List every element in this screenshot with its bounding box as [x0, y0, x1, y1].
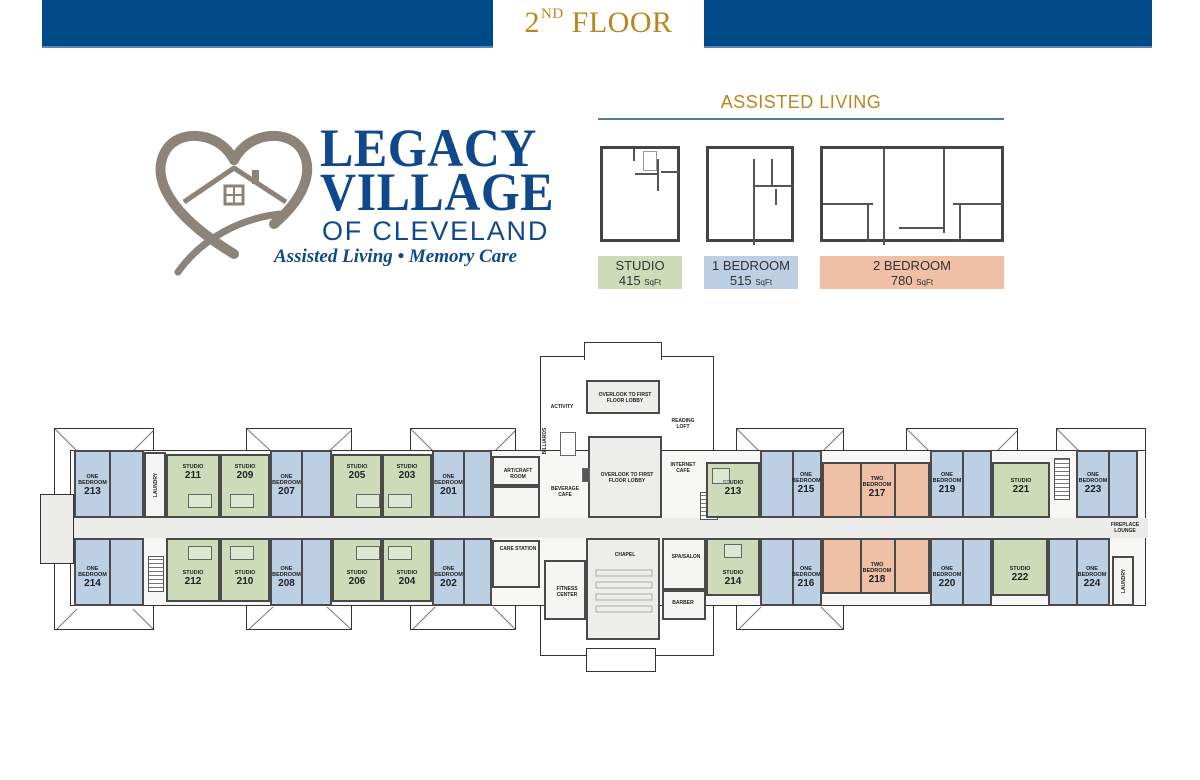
billiards-table — [560, 432, 576, 456]
legend-studio: STUDIO 415 SqFt — [598, 256, 682, 289]
logo: LEGACY VILLAGE OF CLEVELAND Assisted Liv… — [150, 121, 554, 282]
internet-cafe-label[interactable]: INTERNET CAFE — [670, 462, 696, 474]
legend-divider — [598, 118, 1004, 120]
floor-title: 2ND FLOOR — [524, 6, 673, 39]
storage-room — [492, 486, 540, 518]
fitness-center[interactable]: FITNESS CENTER — [544, 560, 586, 620]
legend-one-bedroom: 1 BEDROOM 515 SqFt — [704, 256, 798, 289]
barber[interactable]: BARBER — [662, 590, 706, 620]
overlook-top: OVERLOOK TO FIRST FLOOR LOBBY — [586, 380, 660, 414]
header-band-left — [42, 0, 493, 48]
one-bedroom-mini-plan — [706, 146, 794, 245]
legend-two-bedroom: 2 BEDROOM 780 SqFt — [820, 256, 1004, 289]
studio-mini-plan — [600, 146, 680, 242]
overlook-main: OVERLOOK TO FIRST FLOOR LOBBY — [588, 436, 662, 518]
laundry-room-west[interactable]: LAUNDRY — [144, 452, 166, 518]
fireplace-icon — [582, 468, 590, 482]
reading-loft-label[interactable]: READING LOFT — [671, 418, 695, 430]
logo-name: LEGACY VILLAGE — [320, 117, 555, 222]
stairwell-west — [148, 556, 164, 592]
west-entry — [40, 494, 74, 564]
two-bedroom-mini-plan — [820, 146, 1004, 245]
corridor — [44, 518, 1148, 538]
beverage-cafe-label[interactable]: BEVERAGE CAFE — [550, 486, 580, 498]
chapel-seating-icon — [595, 569, 653, 613]
billiards-label[interactable]: BILLIARDS — [542, 427, 548, 455]
stairwell-east — [1054, 458, 1070, 500]
activity-label[interactable]: ACTIVITY — [550, 404, 574, 410]
logo-tagline: Assisted Living • Memory Care — [274, 246, 518, 267]
art-craft-room[interactable]: ART/CRAFT ROOM — [492, 456, 540, 486]
spa-salon[interactable]: SPA/SALON — [662, 538, 706, 590]
care-station[interactable]: CARE STATION — [492, 540, 540, 588]
entry-portico — [584, 342, 662, 360]
legend-title: ASSISTED LIVING — [720, 92, 882, 112]
logo-subtitle: OF CLEVELAND — [322, 216, 550, 246]
heart-house-icon — [155, 130, 313, 276]
header-band-right — [704, 0, 1152, 48]
fireplace-lounge-label[interactable]: FIREPLACE LOUNGE — [1110, 522, 1140, 534]
chapel[interactable]: CHAPEL — [586, 538, 660, 640]
laundry-room-east[interactable]: LAUNDRY — [1112, 556, 1134, 606]
entry-steps — [586, 648, 656, 672]
